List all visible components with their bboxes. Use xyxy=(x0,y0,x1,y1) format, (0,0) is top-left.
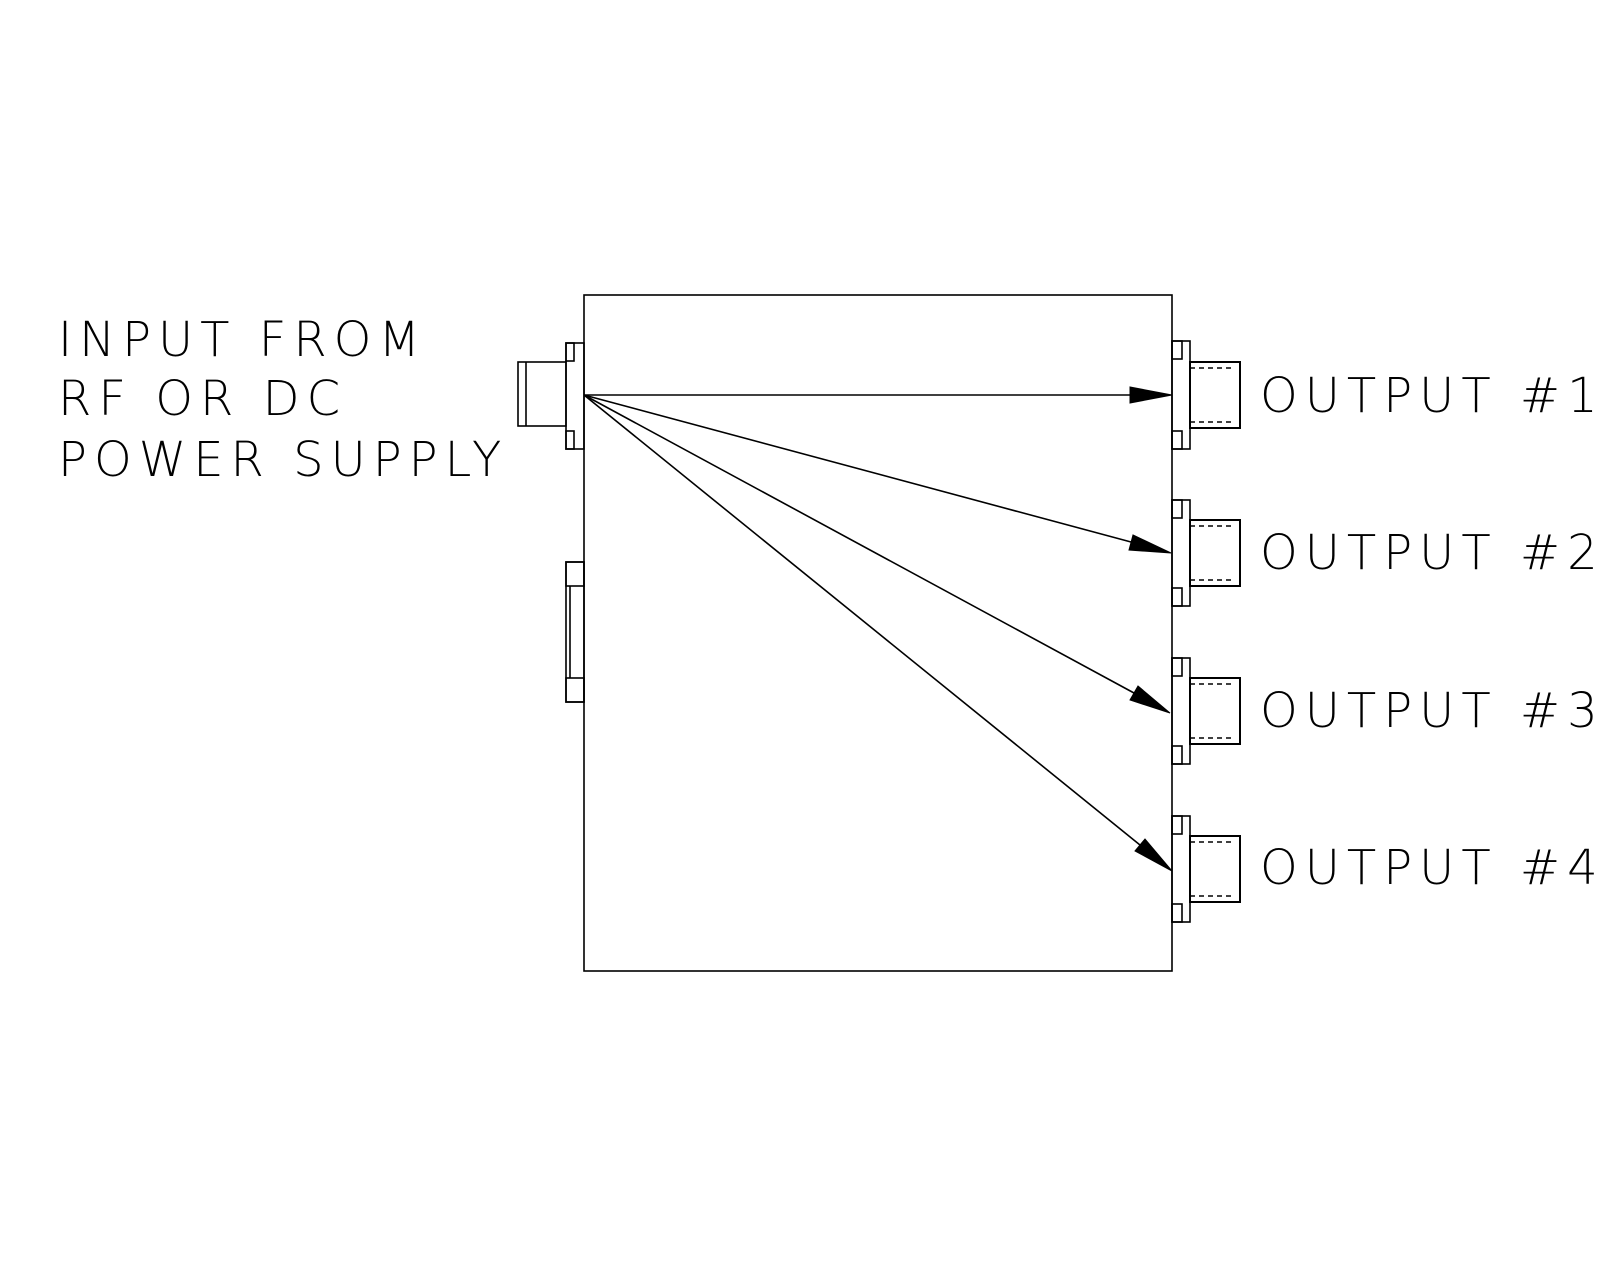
input-connector xyxy=(517,342,585,450)
arrow-to-output-2 xyxy=(583,394,1132,543)
input-label-line-1: INPUT FROM xyxy=(58,312,427,368)
input-label: INPUT FROM RF OR DC POWER SUPPLY xyxy=(58,312,508,488)
arrowhead-output-4 xyxy=(1134,838,1173,872)
arrow-to-output-4 xyxy=(583,394,1141,846)
output-labels: OUTPUT #1 OUTPUT #2 OUTPUT #3 OUTPUT #4 xyxy=(1260,368,1600,896)
output-connector-1 xyxy=(1171,340,1241,450)
signal-arrows xyxy=(583,386,1173,872)
side-mount-connector xyxy=(565,561,585,703)
output-label-4: OUTPUT #4 xyxy=(1260,840,1600,896)
input-label-line-2: RF OR DC xyxy=(58,371,347,427)
output-label-1: OUTPUT #1 xyxy=(1260,368,1600,424)
input-label-line-3: POWER SUPPLY xyxy=(58,432,508,488)
output-connector-2 xyxy=(1171,499,1241,607)
arrowhead-output-2 xyxy=(1128,534,1172,554)
arrowhead-output-1 xyxy=(1129,386,1173,404)
arrow-to-output-3 xyxy=(583,394,1135,694)
output-label-3: OUTPUT #3 xyxy=(1260,683,1600,739)
output-connector-4 xyxy=(1171,815,1241,923)
arrowhead-output-3 xyxy=(1129,685,1171,714)
output-label-2: OUTPUT #2 xyxy=(1260,525,1600,581)
output-connector-3 xyxy=(1171,657,1241,765)
